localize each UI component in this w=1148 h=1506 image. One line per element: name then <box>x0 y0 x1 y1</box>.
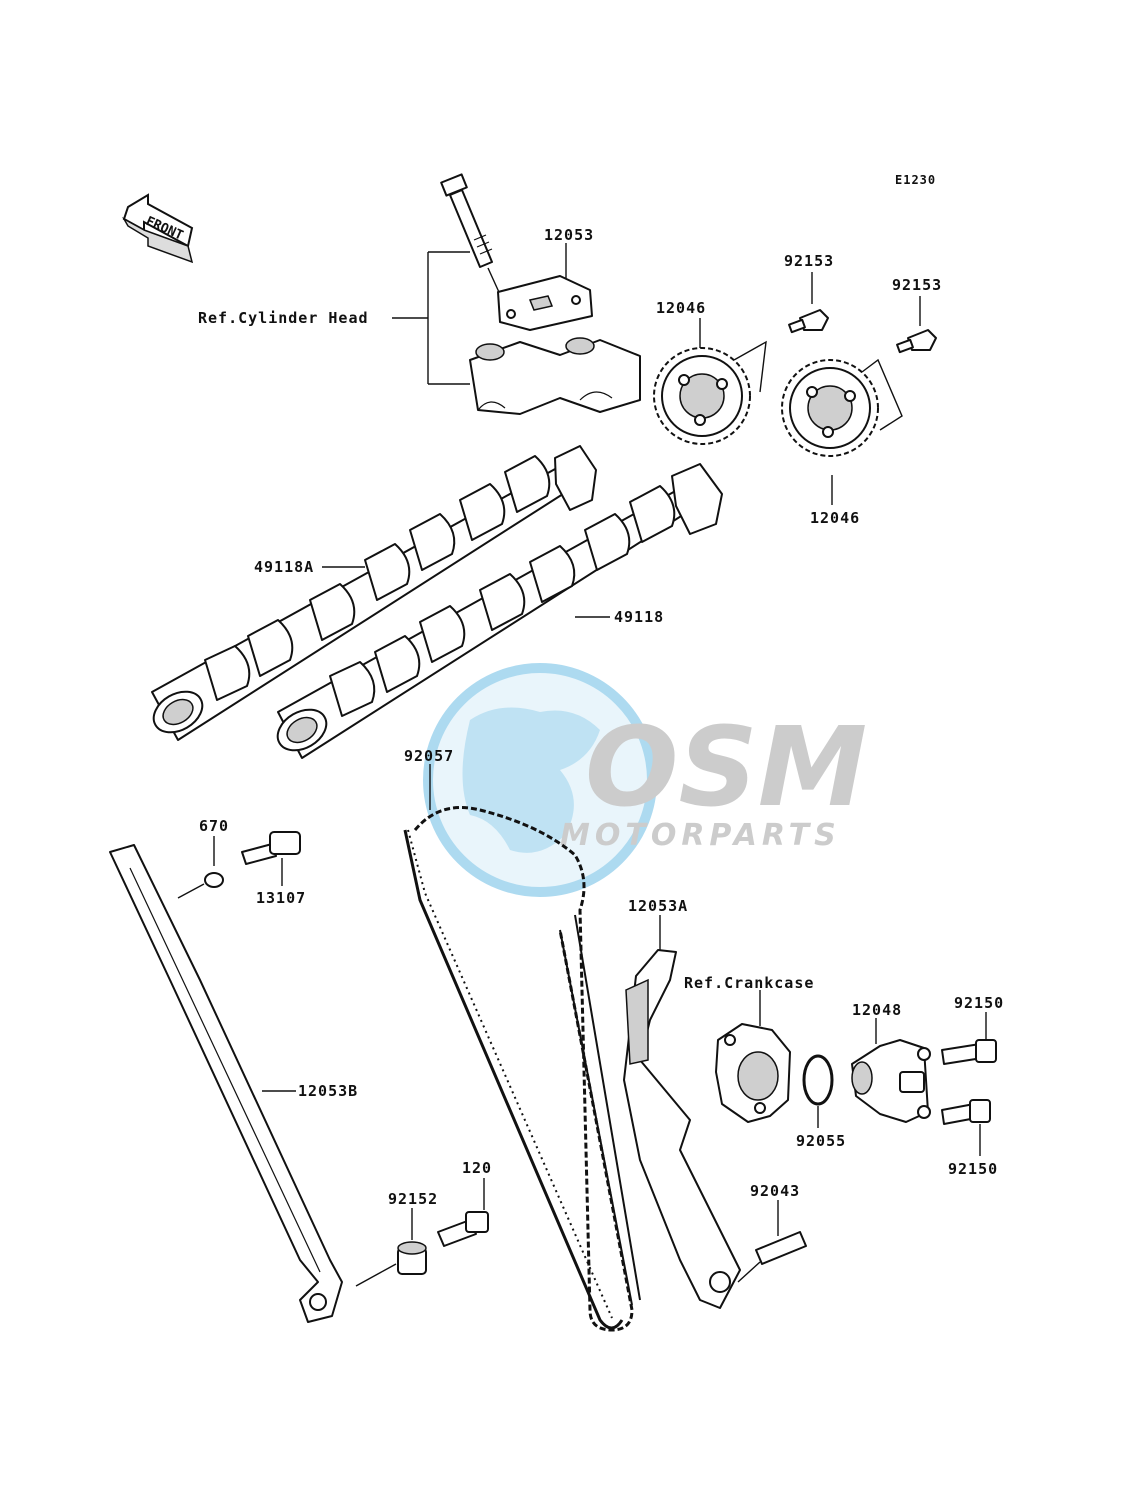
label-12046-bottom: 12046 <box>810 509 860 527</box>
label-92150-top: 92150 <box>954 994 1004 1012</box>
label-92055: 92055 <box>796 1132 846 1150</box>
tensioner-bolt-top <box>941 1039 997 1065</box>
label-92057: 92057 <box>404 747 454 765</box>
cam-cap-lower <box>469 337 641 415</box>
pivot-bolt-13107 <box>241 831 301 865</box>
crankcase-housing <box>715 1023 791 1123</box>
cam-cap-upper <box>497 275 593 331</box>
tensioner-bolt-bottom <box>941 1099 991 1125</box>
bolt-120 <box>437 1211 489 1247</box>
watermark: OSM MOTORPARTS <box>423 663 867 897</box>
front-arrow-icon: FRONT <box>122 193 194 264</box>
label-49118A: 49118A <box>254 558 314 576</box>
tensioner-12048 <box>851 1039 931 1123</box>
label-120: 120 <box>462 1159 492 1177</box>
label-670: 670 <box>199 817 229 835</box>
chain-guide-12053A <box>623 949 741 1309</box>
cam-chain <box>403 806 641 1332</box>
label-92153-left: 92153 <box>784 252 834 270</box>
label-12053: 12053 <box>544 226 594 244</box>
label-92153-right: 92153 <box>892 276 942 294</box>
label-13107: 13107 <box>256 889 306 907</box>
o-ring-670 <box>204 872 224 888</box>
label-ref-cylinder-head: Ref.Cylinder Head <box>198 309 369 327</box>
cam-sprocket-left <box>653 347 751 445</box>
cam-cap-bolt <box>440 173 493 268</box>
label-92152: 92152 <box>388 1190 438 1208</box>
label-12048: 12048 <box>852 1001 902 1019</box>
label-12053A: 12053A <box>628 897 688 915</box>
camshaft-49118A <box>151 445 597 741</box>
diagram-code: E1230 <box>895 173 936 187</box>
label-92150-bottom: 92150 <box>948 1160 998 1178</box>
sprocket-bolt-left <box>788 309 829 334</box>
pin-92043 <box>755 1231 807 1265</box>
sprocket-bolt-right <box>896 329 937 354</box>
camshaft-49118 <box>276 463 723 759</box>
label-ref-crankcase: Ref.Crankcase <box>684 974 814 992</box>
label-12046-top: 12046 <box>656 299 706 317</box>
chain-guide-12053B <box>109 844 343 1323</box>
watermark-brand: OSM <box>585 703 867 831</box>
cam-sprocket-right <box>781 359 879 457</box>
label-12053B: 12053B <box>298 1082 358 1100</box>
o-ring-92055 <box>802 1054 834 1106</box>
label-92043: 92043 <box>750 1182 800 1200</box>
watermark-sub: MOTORPARTS <box>560 818 841 853</box>
label-49118: 49118 <box>614 608 664 626</box>
collar-92152 <box>397 1241 427 1275</box>
